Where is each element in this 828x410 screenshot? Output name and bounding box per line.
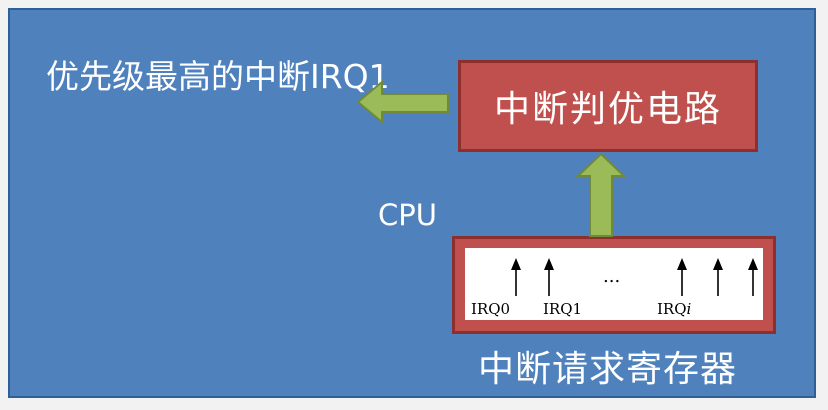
output-label: 优先级最高的中断IRQ1 [46,57,390,96]
bit-arrowhead-irq1 [544,258,554,270]
irqi-label: IRQi [657,300,692,318]
irq0-label: IRQ0 [471,300,511,318]
bit-arrowhead-extra-2 [748,258,758,270]
up-arrow [575,152,627,237]
interrupt-judge-circuit-box: 中断判优电路 [458,60,758,152]
interrupt-request-register-box: ... IRQ0 IRQ1 IRQi [452,236,776,334]
bits-ellipsis: ... [603,266,621,287]
flow-arrows [356,79,627,237]
register-bits-area: ... IRQ0 IRQ1 IRQi [465,248,763,320]
register-bit-arrows [511,258,758,296]
output-arrow [356,79,449,125]
cpu-label: CPU [378,198,437,232]
interrupt-judge-circuit-label: 中断判优电路 [493,89,722,130]
register-caption: 中断请求寄存器 [478,349,738,390]
bit-arrowhead-irqi [677,258,687,270]
bit-arrowhead-irq0 [511,258,521,270]
irq1-label: IRQ1 [543,300,583,318]
bit-arrowhead-extra-1 [713,258,723,270]
diagram-panel: 优先级最高的中断IRQ1 中断判优电路 CPU [8,8,816,398]
